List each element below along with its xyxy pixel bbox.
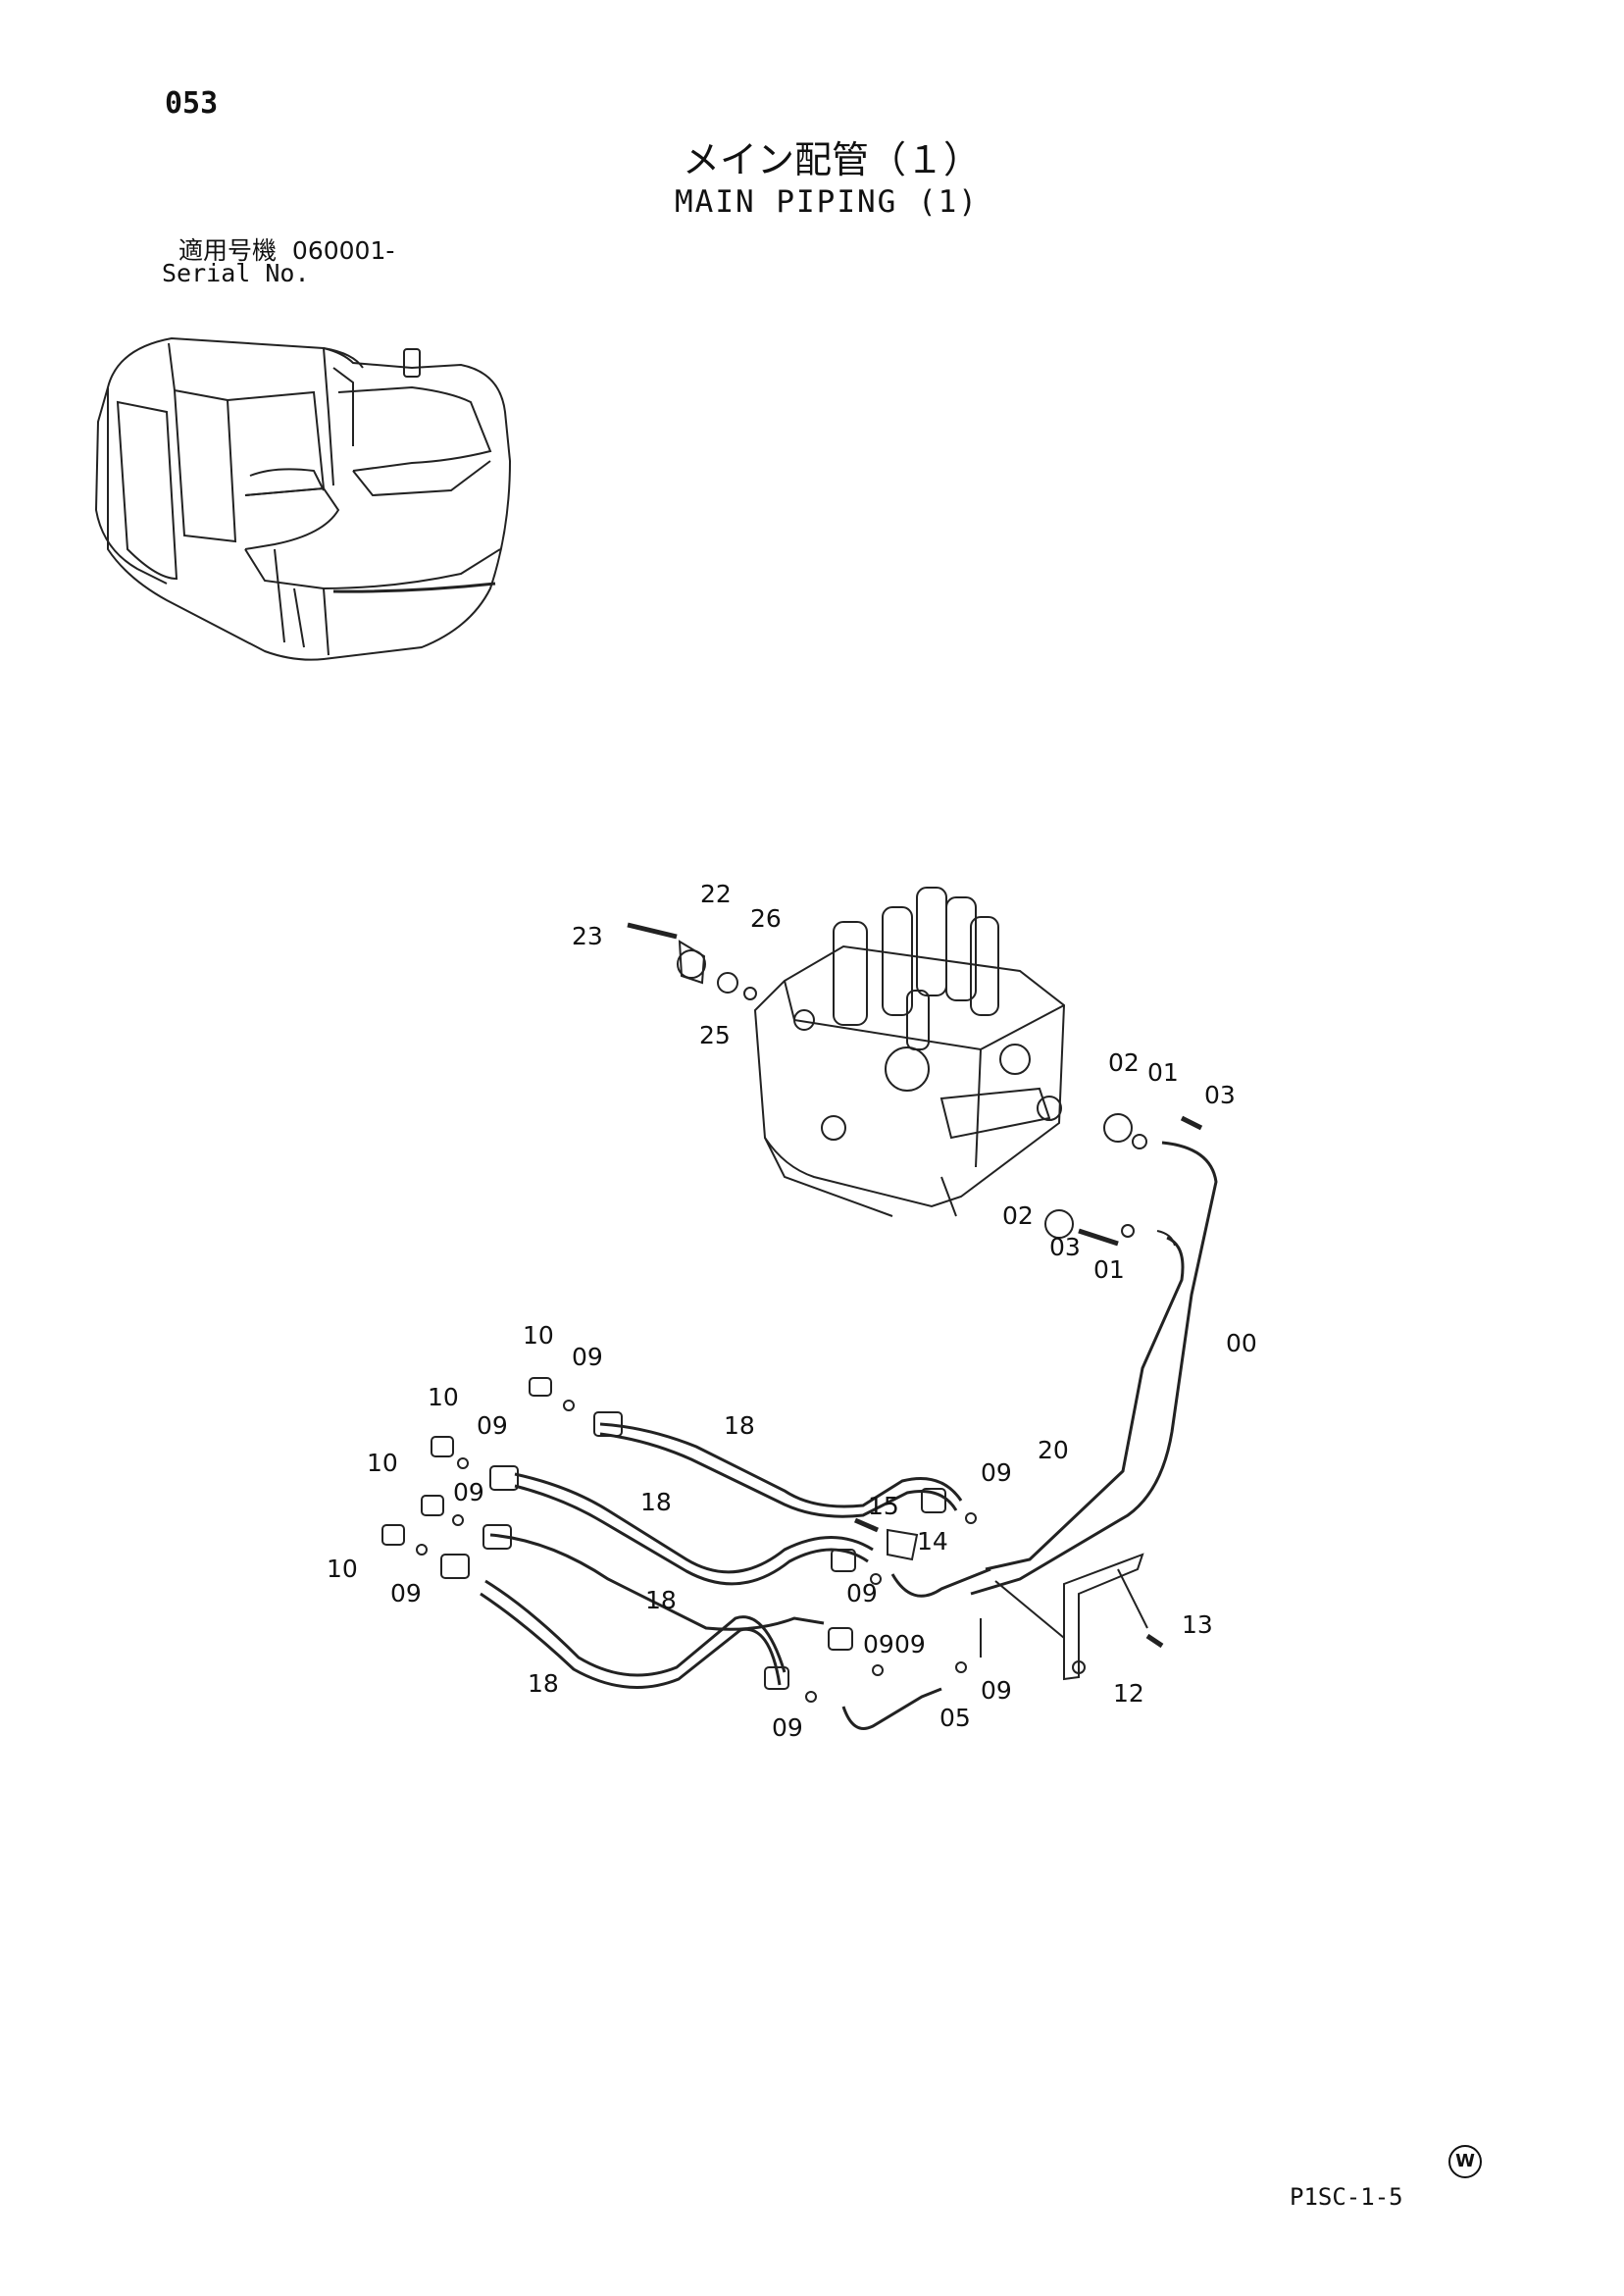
part-label: 10 [327,1555,358,1583]
part-label: 00 [1226,1329,1257,1357]
w-circle-mark: W [1448,2145,1482,2178]
serial-label-english: Serial No. [162,259,310,287]
part-label: 18 [724,1411,755,1440]
part-label: 10 [428,1383,459,1411]
part-label: 01 [1147,1058,1179,1087]
part-label: 09 [981,1676,1012,1705]
part-label: 09 [390,1579,422,1607]
part-label: 01 [1093,1255,1125,1284]
serial-value: 060001- [291,236,395,265]
serial-line-japanese: 適用号機 060001- [178,231,394,267]
part-label: 09 [772,1713,803,1742]
part-label: 14 [917,1527,948,1556]
control-valve-body [753,887,1066,1217]
part-label: 03 [1049,1233,1081,1261]
part-label: 18 [645,1586,677,1614]
part-label: 09 [894,1630,926,1658]
part-label: 23 [572,922,603,950]
part-label: 18 [528,1669,559,1698]
part-label: 22 [700,880,732,908]
part-label: 13 [1182,1610,1213,1639]
part-label: 20 [1038,1436,1069,1464]
part-label: 09 [572,1343,603,1371]
serial-label-japanese: 適用号機 [178,236,278,265]
part-label: 15 [868,1492,899,1520]
part-label: 09 [453,1478,484,1506]
part-label: 02 [1002,1201,1034,1230]
part-label: 05 [939,1704,971,1732]
part-label: 09 [981,1458,1012,1487]
part-label: 10 [523,1321,554,1350]
part-label: 02 [1108,1048,1140,1077]
page-title-japanese: メイン配管（１） [682,138,981,181]
fittings-group [381,922,1218,1730]
part-number-labels: 23 22 26 25 02 01 03 02 03 01 00 10 09 1… [327,880,1257,1742]
part-label: 10 [367,1449,398,1477]
drawing-code: P1SC-1-5 [1290,2183,1403,2211]
part-label: 09 [846,1579,878,1607]
page-title-english: MAIN PIPING (1) [675,184,979,220]
page-number: 053 [165,86,219,121]
part-label: 03 [1204,1081,1236,1109]
part-label: 09 [477,1411,508,1440]
part-label: 26 [750,904,782,933]
part-label: 18 [640,1488,672,1516]
part-label: 25 [699,1021,731,1049]
part-label: 12 [1113,1679,1144,1708]
part-label: 09 [863,1630,894,1658]
